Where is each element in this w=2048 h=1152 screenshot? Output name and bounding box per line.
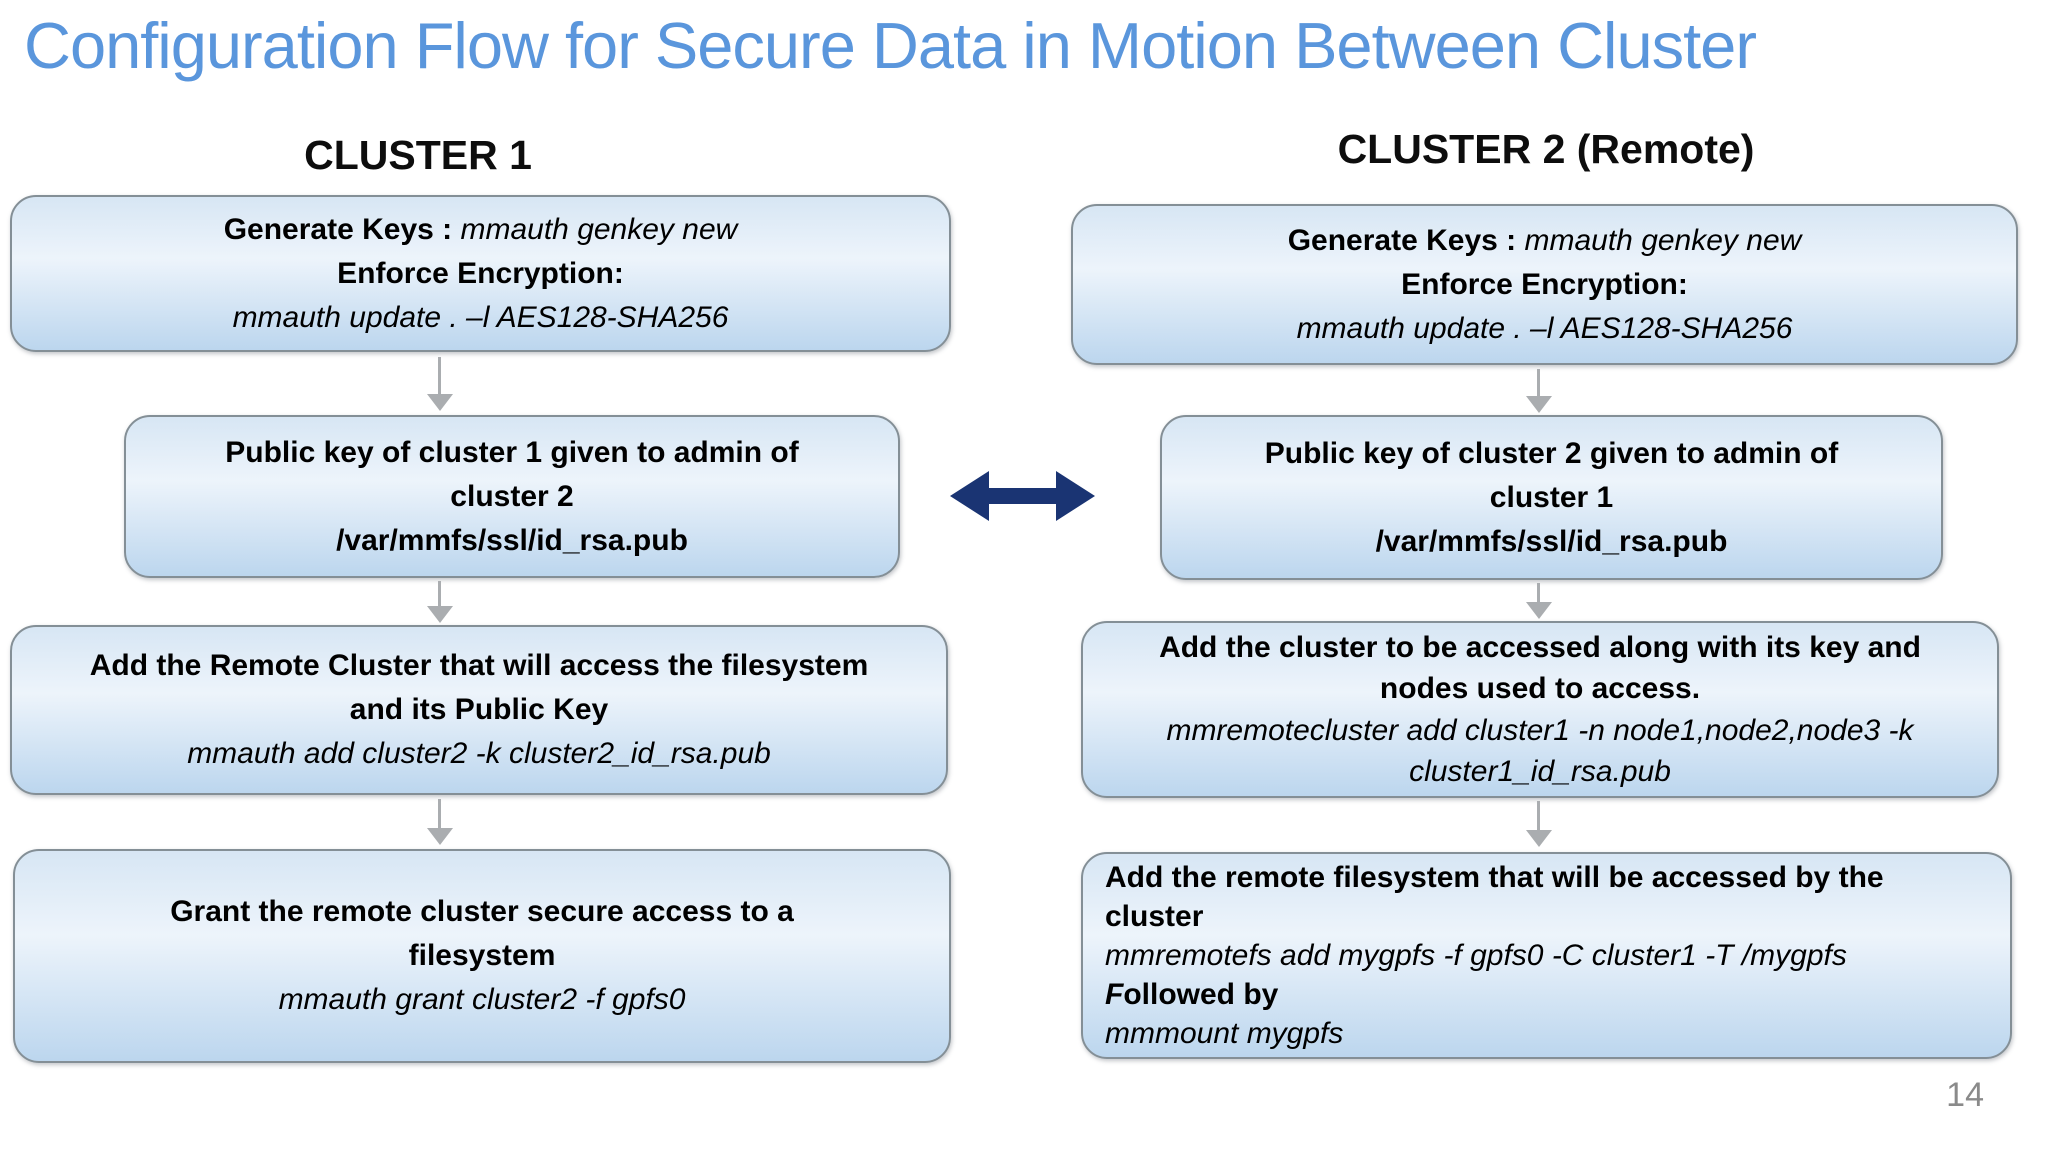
flow-box-line: cluster 2 (144, 475, 880, 519)
flow-box-line: mmremotecluster add cluster1 -n node1,no… (1097, 710, 1983, 751)
flow-box-text-segment: Add the cluster to be accessed along wit… (1159, 631, 1921, 664)
flow-box-text-segment: ollowed by (1123, 978, 1279, 1011)
flow-box-line: nodes used to access. (1097, 668, 1983, 709)
flow-box-text-segment: mmauth genkey new (1524, 223, 1802, 257)
flow-box-text-segment: Add the remote filesystem that will be a… (1105, 861, 1884, 894)
flow-box-add-cluster-to-be-accessed: Add the cluster to be accessed along wit… (1081, 621, 1999, 798)
flow-box-text-segment: Generate Keys : (223, 212, 461, 246)
column-header-cluster1: CLUSTER 1 (304, 132, 532, 178)
flow-box-line: Generate Keys : mmauth genkey new (1091, 219, 1998, 263)
flow-box-line: mmauth add cluster2 -k cluster2_id_rsa.p… (30, 732, 928, 776)
flow-box-text-segment: mmauth add cluster2 -k cluster2_id_rsa.p… (187, 737, 771, 770)
flow-box-line: and its Public Key (30, 688, 928, 732)
column-header-cluster2: CLUSTER 2 (Remote) (1337, 126, 1755, 172)
flow-box-grant-access: Grant the remote cluster secure access t… (13, 849, 951, 1063)
flow-box-line: cluster 1 (1180, 476, 1923, 520)
flow-box-text-segment: mmauth update . –l AES128-SHA256 (1296, 311, 1793, 345)
flow-box-line: Public key of cluster 2 given to admin o… (1180, 432, 1923, 476)
flow-box-text-segment: Grant the remote cluster secure access t… (170, 895, 794, 928)
flow-box-text-segment: mmauth grant cluster2 -f gpfs0 (278, 983, 686, 1016)
down-arrow-icon (438, 357, 441, 394)
flow-box-line: mmremotefs add mygpfs -f gpfs0 -C cluste… (1105, 936, 1996, 975)
flow-box-text-segment: mmauth update . –l AES128-SHA256 (232, 300, 729, 334)
flow-box-text-segment: Generate Keys : (1287, 223, 1525, 257)
flow-box-text-segment: Enforce Encryption: (337, 256, 624, 290)
flow-box-line: filesystem (33, 934, 931, 978)
flow-box-line: mmauth update . –l AES128-SHA256 (30, 296, 931, 340)
flow-box-line: Enforce Encryption: (30, 252, 931, 296)
flow-box-line: Enforce Encryption: (1091, 263, 1998, 307)
double-arrow-icon (950, 471, 1095, 521)
flow-box-text-segment: Add the Remote Cluster that will access … (89, 649, 869, 682)
flow-box-line: Add the remote filesystem that will be a… (1105, 858, 1996, 897)
down-arrow-icon (438, 799, 441, 828)
flow-box-line: Generate Keys : mmauth genkey new (30, 208, 931, 252)
flow-box-line: Grant the remote cluster secure access t… (33, 890, 931, 934)
flow-box-text-segment: cluster 1 (1489, 480, 1614, 514)
flow-box-line: Public key of cluster 1 given to admin o… (144, 431, 880, 475)
flow-box-line: /var/mmfs/ssl/id_rsa.pub (1180, 520, 1923, 564)
flow-box-text-segment: nodes used to access. (1379, 672, 1701, 706)
flow-box-line: mmauth grant cluster2 -f gpfs0 (33, 978, 931, 1022)
flow-box-public-key-cluster1: Public key of cluster 1 given to admin o… (124, 415, 900, 578)
flow-box-add-remote-filesystem: Add the remote filesystem that will be a… (1081, 852, 2012, 1059)
flow-box-line: mmmount mygpfs (1105, 1014, 1996, 1053)
flow-box-text-segment: Public key of cluster 1 given to admin o… (225, 435, 799, 469)
flow-box-text-segment: mmmount mygpfs (1105, 1017, 1344, 1050)
flow-box-line: /var/mmfs/ssl/id_rsa.pub (144, 519, 880, 563)
flow-box-line: cluster1_id_rsa.pub (1097, 751, 1983, 792)
page-number: 14 (1946, 1076, 1984, 1114)
flow-box-text-segment: cluster (1105, 900, 1204, 933)
flow-box-text-segment: and its Public Key (349, 693, 609, 726)
flow-box-text-segment: /var/mmfs/ssl/id_rsa.pub (336, 523, 688, 557)
flow-box-text-segment: Enforce Encryption: (1401, 267, 1688, 301)
flow-box-text-segment: /var/mmfs/ssl/id_rsa.pub (1375, 524, 1728, 558)
flow-box-line: Add the Remote Cluster that will access … (30, 644, 928, 688)
down-arrow-icon (1537, 369, 1540, 396)
flow-box-line: mmauth update . –l AES128-SHA256 (1091, 307, 1998, 351)
down-arrow-icon (438, 581, 441, 606)
flow-box-text-segment: F (1105, 978, 1124, 1011)
down-arrow-icon (1537, 801, 1540, 830)
flow-box-add-remote-cluster: Add the Remote Cluster that will access … (10, 625, 948, 795)
down-arrow-icon (1537, 583, 1540, 602)
flow-box-text-segment: cluster1_id_rsa.pub (1409, 754, 1671, 788)
flow-box-text-segment: cluster 2 (450, 479, 574, 513)
flow-box-line: Add the cluster to be accessed along wit… (1097, 627, 1983, 668)
flow-box-public-key-cluster2: Public key of cluster 2 given to admin o… (1160, 415, 1943, 580)
flow-box-line: cluster (1105, 897, 1996, 936)
flow-box-text-segment: mmauth genkey new (460, 212, 738, 246)
flow-box-text-segment: mmremotecluster add cluster1 -n node1,no… (1166, 713, 1914, 747)
flow-box-line: Followed by (1105, 975, 1996, 1014)
flow-box-text-segment: filesystem (408, 939, 556, 972)
page-title: Configuration Flow for Secure Data in Mo… (24, 9, 1757, 82)
flow-box-text-segment: mmremotefs add mygpfs -f gpfs0 -C cluste… (1105, 939, 1847, 972)
flow-box-text-segment: Public key of cluster 2 given to admin o… (1264, 436, 1839, 470)
